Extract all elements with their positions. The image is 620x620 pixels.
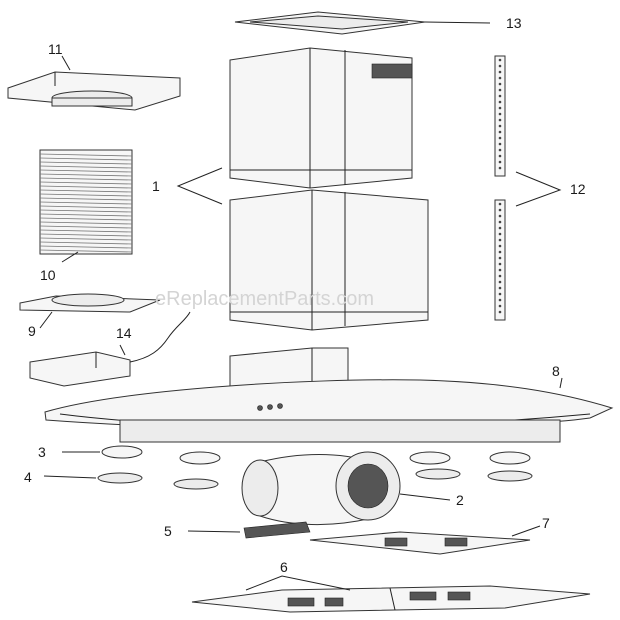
callout-5: 5 [164,523,172,539]
duct-rib [39,185,133,189]
rail-hole [498,214,502,218]
duct-rib [39,181,133,185]
rail-hole [498,226,502,230]
rail-hole [498,274,502,278]
duct-rib [39,201,133,205]
part-5-control-switch [187,521,311,539]
rail-hole [498,70,502,74]
rail-hole [498,310,502,314]
rail-hole [498,148,502,152]
duct-rib [39,225,133,229]
duct-rib [39,229,133,233]
callout-3: 3 [38,444,46,460]
duct-rib [39,165,133,169]
rail-hole [498,238,502,242]
duct-rib [39,173,133,177]
callout-1-leader [176,167,223,205]
part-11-transition-plate [7,55,181,111]
part-7-grease-filter [309,525,541,555]
rail-hole [498,286,502,290]
part-8-hood-canopy [44,377,614,443]
rail-hole [498,124,502,128]
rail-hole [498,304,502,308]
rail-hole [498,82,502,86]
duct-rib [39,153,133,157]
rail-hole [498,262,502,266]
part-4-light-lenses [43,468,533,490]
duct-rib [39,161,133,165]
callout-4: 4 [24,469,32,485]
rail-hole [498,76,502,80]
duct-rib [39,205,133,209]
rail-hole [498,202,502,206]
rail-hole [498,160,502,164]
part-14-junction-box [29,311,191,387]
rail-hole [498,94,502,98]
duct-rib [39,249,133,253]
rail-hole [498,136,502,140]
rail-hole [498,268,502,272]
duct-rib [39,245,133,249]
part-12-support-rails [494,55,562,321]
callout-12: 12 [570,181,586,197]
rail-hole [498,250,502,254]
rail-hole [498,88,502,92]
part-6-filter-set [191,575,591,613]
rail-hole [498,208,502,212]
part-10-flexible-duct [39,149,133,263]
rail-hole [498,154,502,158]
duct-rib [39,237,133,241]
duct-rib [39,213,133,217]
rail-hole [498,232,502,236]
duct-rib [39,197,133,201]
callout-10: 10 [40,267,56,283]
duct-rib [39,189,133,193]
callout-11: 11 [48,41,63,57]
callout-14: 14 [116,325,132,341]
part-9-duct-collar [19,293,161,329]
duct-rib [39,169,133,173]
rail-hole [498,244,502,248]
watermark: eReplacementParts.com [155,288,374,310]
callout-13: 13 [506,15,522,31]
rail-hole [498,166,502,170]
callout-8: 8 [552,363,560,379]
duct-rib [39,157,133,161]
rail-hole [498,118,502,122]
part-1-upper-chimney [229,47,413,189]
rail-hole [498,100,502,104]
rail-hole [498,142,502,146]
part-13-top-bracket [234,11,491,35]
duct-rib [39,241,133,245]
callout-2: 2 [456,492,464,508]
duct-ribs [39,153,133,253]
callout-9: 9 [28,323,36,339]
duct-rib [39,193,133,197]
rail-holes [498,58,502,314]
duct-rib [39,177,133,181]
duct-rib [39,217,133,221]
rail-hole [498,112,502,116]
part-3-lights [62,445,531,465]
duct-rib [39,209,133,213]
callout-7: 7 [542,515,550,531]
duct-rib [39,221,133,225]
duct-rib [39,233,133,237]
rail-hole [498,292,502,296]
rail-hole [498,130,502,134]
callout-6: 6 [280,559,288,575]
rail-hole [498,298,502,302]
rail-hole [498,280,502,284]
rail-hole [498,58,502,62]
rail-hole [498,64,502,68]
rail-hole [498,256,502,260]
rail-hole [498,220,502,224]
rail-hole [498,106,502,110]
callout-1: 1 [152,178,160,194]
part-2-blower-motor [241,451,451,526]
part-1-lower-chimney [229,189,429,331]
